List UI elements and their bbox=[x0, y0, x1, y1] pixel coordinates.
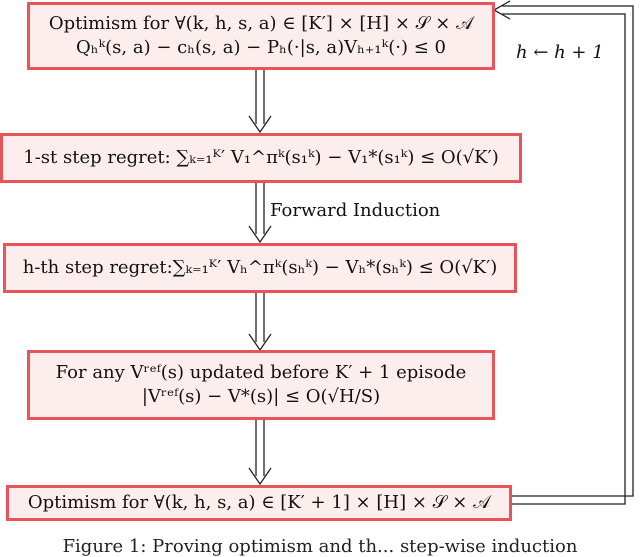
optimism-top-box: Optimism for ∀(k, h, s, a) ∈ [K′] × [H] … bbox=[27, 2, 495, 70]
double-arrow-down-1 bbox=[248, 70, 272, 134]
reference-value-line2: |Vʳᵉᶠ(s) − V*(s)| ≤ O(√H/S) bbox=[141, 386, 381, 407]
first-step-regret-text: 1-st step regret: ∑ₖ₌₁ᴷ′ V₁^πᵏ(s₁ᵏ) − V₁… bbox=[23, 147, 499, 168]
h-step-regret-text: h-th step regret:∑ₖ₌₁ᴷ′ Vₕ^πᵏ(sₕᵏ) − Vₕ*… bbox=[22, 257, 498, 278]
h-step-regret-box: h-th step regret:∑ₖ₌₁ᴷ′ Vₕ^πᵏ(sₕᵏ) − Vₕ*… bbox=[3, 243, 517, 293]
forward-induction-label: Forward Induction bbox=[270, 200, 441, 221]
figure-caption: Figure 1: Proving optimism and th... ste… bbox=[62, 536, 578, 557]
optimism-top-line1: Optimism for ∀(k, h, s, a) ∈ [K′] × [H] … bbox=[48, 13, 474, 34]
reference-value-line1: For any Vʳᵉᶠ(s) updated before K′ + 1 ep… bbox=[55, 362, 467, 383]
h-update-label: h ← h + 1 bbox=[516, 42, 604, 63]
double-arrow-down-4 bbox=[248, 420, 272, 486]
double-arrow-down-3 bbox=[248, 292, 272, 352]
optimism-bottom-box: Optimism for ∀(k, h, s, a) ∈ [K′ + 1] × … bbox=[6, 485, 512, 521]
reference-value-box: For any Vʳᵉᶠ(s) updated before K′ + 1 ep… bbox=[27, 350, 495, 420]
double-arrow-down-2 bbox=[248, 182, 272, 244]
optimism-top-line2: Qₕᵏ(s, a) − cₕ(s, a) − Pₕ(·|s, a)Vₕ₊₁ᵏ(·… bbox=[76, 37, 446, 58]
first-step-regret-box: 1-st step regret: ∑ₖ₌₁ᴷ′ V₁^πᵏ(s₁ᵏ) − V₁… bbox=[0, 133, 522, 183]
optimism-bottom-text: Optimism for ∀(k, h, s, a) ∈ [K′ + 1] × … bbox=[27, 492, 491, 513]
